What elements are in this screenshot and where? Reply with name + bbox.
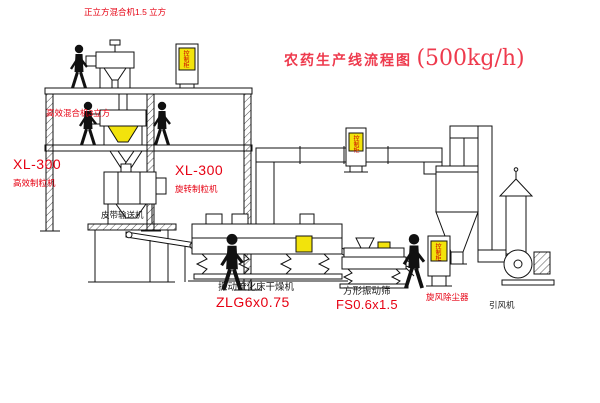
label-granulator-right-name: 旋转制粒机 (175, 184, 218, 194)
fluid-bed-dryer (188, 213, 359, 282)
label-cyclone: 旋风除尘器 (426, 292, 469, 302)
label-fan: 引风机 (489, 300, 515, 310)
granulator (103, 171, 167, 224)
induced-draft-fan (501, 249, 555, 286)
building-frame (40, 87, 262, 291)
page-title: 农药生产线流程图 (500kg/h) (284, 46, 525, 71)
title-text: 农药生产线流程图 (284, 52, 412, 68)
high-efficiency-mixer (89, 93, 147, 145)
worker-icon (152, 100, 172, 147)
cabinet-mid-text: 控制柜 (352, 135, 358, 153)
label-sieve-model: FS0.6x1.5 (336, 297, 398, 312)
control-cabinet-top (175, 43, 199, 88)
worker-icon (69, 43, 89, 90)
cube-mixer (85, 39, 135, 89)
control-cabinet-right (426, 235, 452, 287)
control-cabinet-mid (344, 127, 368, 173)
label-sieve-name: 方形振动筛 (343, 286, 391, 297)
label-granulator-right-model: XL-300 (175, 162, 224, 178)
label-granulator-left-name: 高效制粒机 (13, 178, 56, 188)
belt-conveyor (125, 231, 197, 282)
title-capacity: (500kg/h) (416, 46, 525, 71)
label-dryer-name: 振动流化床干燥机 (218, 282, 295, 293)
label-high-efficiency-mixer: 高效混合机3立方 (46, 108, 111, 118)
label-cube-mixer: 正立方混合机1.5 立方 (84, 7, 167, 17)
exhaust-stack (498, 167, 534, 255)
cabinet-right-text: 控制柜 (434, 243, 440, 261)
worker-icon (402, 232, 426, 290)
label-granulator-left-model: XL-300 (13, 156, 62, 172)
cyclone-separator (435, 125, 507, 265)
feed-chute (109, 150, 143, 173)
label-dryer-model: ZLG6x0.75 (216, 294, 290, 310)
label-belt-conveyor: 皮带输送机 (101, 210, 144, 220)
cabinet-top-text: 控制柜 (182, 50, 188, 68)
